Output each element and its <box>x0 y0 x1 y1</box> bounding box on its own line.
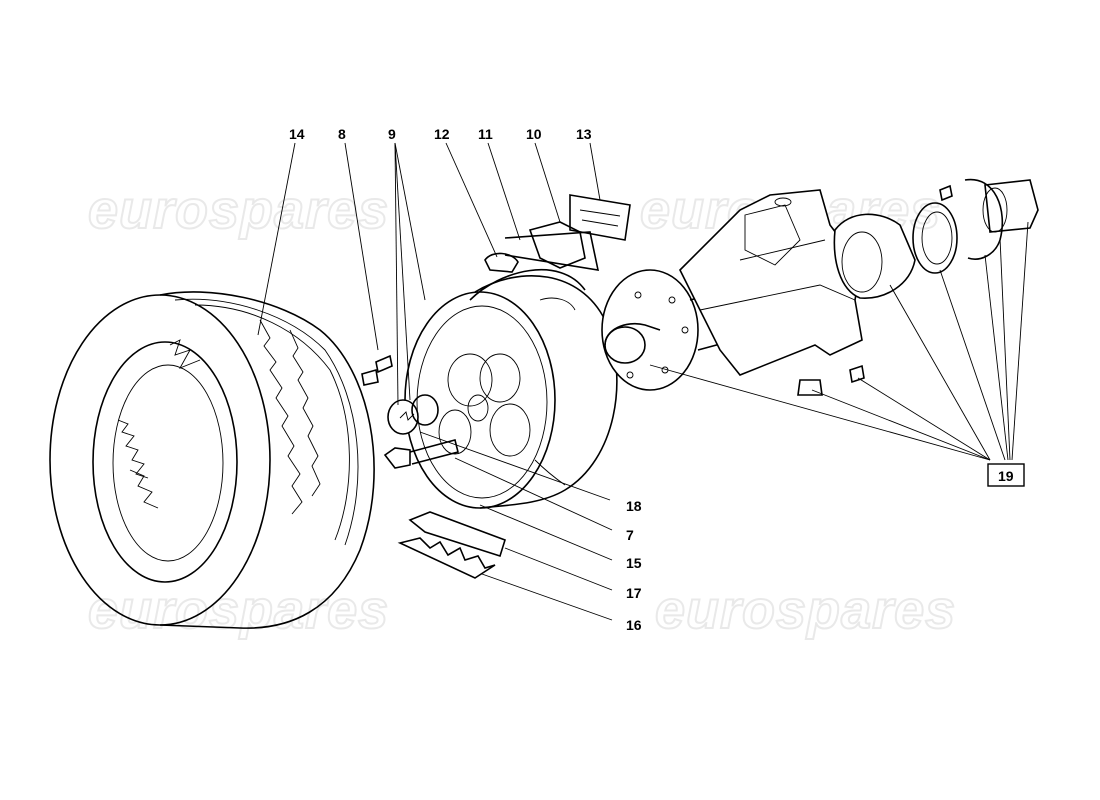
watermark-bottom-left: eurospares <box>88 580 389 640</box>
callout-17: 17 <box>626 585 642 601</box>
callout-8: 8 <box>338 126 346 142</box>
callout-9: 9 <box>388 126 396 142</box>
callout-7: 7 <box>626 527 634 543</box>
wheel-rim <box>404 269 618 509</box>
callout-15: 15 <box>626 555 642 571</box>
callout-16: 16 <box>626 617 642 633</box>
tyre <box>49 291 375 629</box>
watermark-bottom-right: eurospares <box>655 580 956 640</box>
leader-lines <box>257 142 1029 621</box>
hub <box>601 269 736 391</box>
watermark-top-left: eurospares <box>88 180 389 240</box>
callout-12: 12 <box>434 126 450 142</box>
callout-labels: 14 8 9 12 11 10 13 19 18 7 15 17 16 <box>289 126 1025 633</box>
callout-10: 10 <box>526 126 542 142</box>
callout-19: 19 <box>998 468 1014 484</box>
small-parts <box>361 194 631 579</box>
callout-14: 14 <box>289 126 305 142</box>
callout-11: 11 <box>478 126 493 142</box>
callout-18: 18 <box>626 498 642 514</box>
upright <box>679 189 865 396</box>
callout-19-box <box>987 463 1025 487</box>
callout-13: 13 <box>576 126 592 142</box>
